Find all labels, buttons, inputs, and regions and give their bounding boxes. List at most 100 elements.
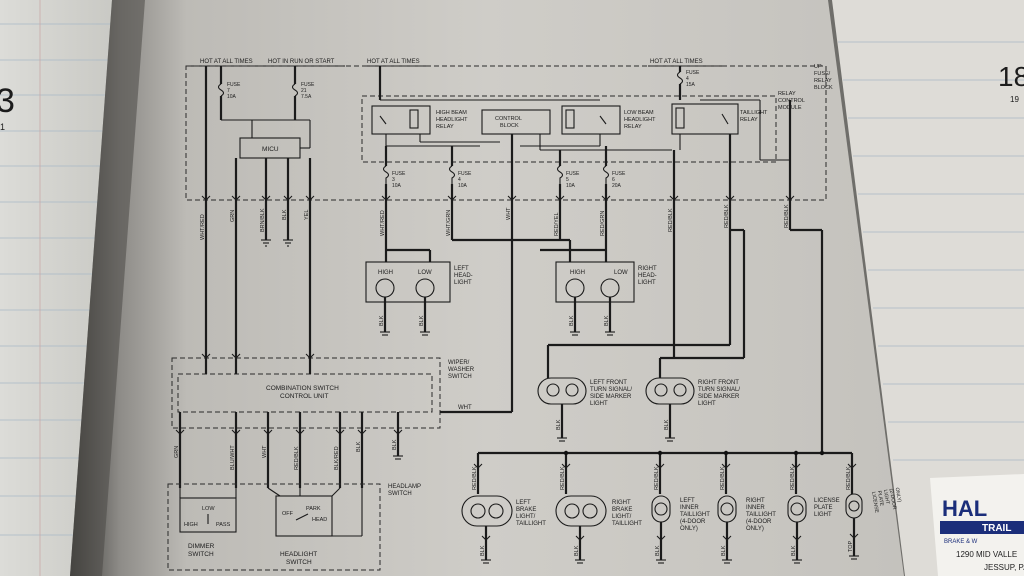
wire-label: RED/BLK: [724, 204, 730, 228]
headlamp-switch-label: HEADLAMP SWITCH: [388, 484, 421, 497]
wire-label: BRN/BLK: [260, 208, 266, 232]
svg-text:LEFT: LEFT: [454, 266, 469, 272]
svg-text:7: 7: [227, 88, 230, 94]
svg-text:LOW: LOW: [418, 270, 432, 276]
planner-date-small: 1: [0, 122, 5, 132]
wire-label: RED/BLK: [294, 446, 300, 470]
svg-text:LOW: LOW: [614, 270, 628, 276]
wire-label: RED/BLK: [472, 466, 478, 490]
svg-text:SIDE MARKER: SIDE MARKER: [590, 394, 632, 400]
wire-label: RED/BLK: [790, 466, 796, 490]
svg-text:BLOCK: BLOCK: [814, 85, 833, 91]
svg-text:HEADLAMP: HEADLAMP: [388, 484, 421, 490]
svg-text:(4-DOOR: (4-DOOR: [680, 519, 706, 525]
wire-label: RED/YEL: [554, 212, 560, 236]
svg-text:SWITCH: SWITCH: [388, 491, 412, 497]
svg-text:FUSE/: FUSE/: [814, 71, 831, 77]
wire-label: GRN: [174, 446, 180, 458]
fuse-7-label: FUSE 7 10A: [227, 82, 241, 100]
wire-label: BLK: [480, 545, 486, 556]
svg-text:LICENSE: LICENSE: [814, 498, 840, 504]
svg-text:LEFT: LEFT: [516, 500, 531, 506]
svg-text:HIGH BEAM: HIGH BEAM: [436, 110, 467, 116]
combination-switch-label: COMBINATION SWITCH: [266, 385, 339, 392]
svg-text:FUSE: FUSE: [686, 70, 700, 76]
svg-text:LIGHT: LIGHT: [698, 401, 716, 407]
right-headlight: HIGH LOW RIGHT HEAD- LIGHT: [555, 261, 657, 303]
svg-text:(2-DOOR: (2-DOOR: [888, 488, 898, 510]
ground-symbols: [261, 239, 293, 247]
card-address: 1290 MID VALLE: [956, 550, 1017, 559]
svg-text:TAILLIGHT: TAILLIGHT: [612, 521, 642, 527]
svg-text:TURN SIGNAL/: TURN SIGNAL/: [590, 387, 632, 393]
wire-label: BLK: [419, 315, 425, 326]
svg-text:PLATE: PLATE: [876, 490, 885, 507]
micu-label: MICU: [262, 146, 279, 153]
wire-label: BLU/WHT: [230, 445, 236, 470]
ground-symbols: [557, 437, 675, 442]
svg-text:LEFT FRONT: LEFT FRONT: [590, 380, 627, 386]
planner-date: 3: [0, 82, 15, 120]
svg-text:INNER: INNER: [746, 505, 765, 511]
svg-text:HEAD-: HEAD-: [638, 273, 657, 279]
svg-text:HEADLIGHT: HEADLIGHT: [624, 117, 656, 123]
fuse-top-right-label: FUSE 4 15A: [686, 70, 700, 88]
wire-label: WHT/RED: [380, 210, 386, 236]
power-label-hot-run-start: HOT IN RUN OR START: [268, 59, 335, 65]
fuse-21-label: FUSE 21 7.5A: [301, 82, 315, 100]
combination-switch-label-2: CONTROL UNIT: [280, 393, 329, 400]
svg-text:LOW BEAM: LOW BEAM: [624, 110, 654, 116]
low-beam-relay: LOW BEAM HEADLIGHT RELAY: [561, 105, 656, 135]
svg-text:LIGHT/: LIGHT/: [516, 514, 536, 520]
wire-label: BLK: [604, 315, 610, 326]
svg-text:(4-DOOR: (4-DOOR: [746, 519, 772, 525]
svg-text:HIGH: HIGH: [378, 270, 393, 276]
svg-text:SWITCH: SWITCH: [188, 551, 214, 558]
svg-text:CONTROL: CONTROL: [495, 116, 522, 122]
right-planner-page: 18 19: [832, 0, 1024, 576]
svg-text:DIMMER: DIMMER: [188, 543, 215, 550]
fuse-4-label: FUSE 4 10A: [458, 171, 472, 189]
svg-text:HEADLIGHT: HEADLIGHT: [280, 551, 317, 558]
wire-label: WHT: [262, 445, 268, 458]
svg-text:15A: 15A: [686, 82, 696, 88]
svg-text:FUSE: FUSE: [566, 171, 580, 177]
svg-text:LOW: LOW: [202, 506, 215, 512]
svg-text:RELAY: RELAY: [624, 124, 642, 130]
svg-text:RIGHT: RIGHT: [638, 266, 657, 272]
control-block: CONTROL BLOCK: [481, 109, 551, 135]
svg-text:10A: 10A: [458, 183, 468, 189]
dimmer-switch: LOW HIGH PASS DIMMER SWITCH: [179, 497, 237, 558]
svg-text:RIGHT: RIGHT: [612, 500, 631, 506]
svg-text:ONLY): ONLY): [746, 526, 764, 532]
svg-text:FUSE: FUSE: [392, 171, 406, 177]
svg-text:HEADLIGHT: HEADLIGHT: [436, 117, 468, 123]
svg-text:TAILLIGHT: TAILLIGHT: [746, 512, 776, 518]
svg-text:FUSE: FUSE: [227, 82, 241, 88]
svg-text:RELAY: RELAY: [436, 124, 454, 130]
wire-label: BLK: [655, 545, 661, 556]
left-headlight: HIGH LOW LEFT HEAD- LIGHT: [365, 261, 473, 303]
svg-text:INNER: INNER: [680, 505, 699, 511]
svg-text:FUSE: FUSE: [458, 171, 472, 177]
svg-text:10A: 10A: [566, 183, 576, 189]
wire-label: GRN: [230, 210, 236, 222]
planner-date: 18: [998, 61, 1024, 92]
wire-label: WHT: [506, 207, 512, 220]
svg-text:WIPER/: WIPER/: [448, 360, 470, 366]
ground-symbols: [380, 331, 615, 336]
svg-text:SIDE MARKER: SIDE MARKER: [698, 394, 740, 400]
svg-text:20A: 20A: [612, 183, 622, 189]
high-beam-relay: HIGH BEAM HEADLIGHT RELAY: [371, 105, 468, 135]
svg-text:LIGHT: LIGHT: [590, 401, 608, 407]
wire-label: RED/BLK: [560, 466, 566, 490]
svg-text:WASHER: WASHER: [448, 367, 475, 373]
power-label-hot-always-1: HOT AT ALL TIMES: [200, 59, 253, 65]
svg-text:PLATE: PLATE: [814, 505, 833, 511]
power-label-hot-always-2: HOT AT ALL TIMES: [367, 59, 420, 65]
headlamp-switch-outline: [167, 483, 381, 571]
svg-text:HEAD-: HEAD-: [454, 273, 473, 279]
planner-date-small: 19: [1010, 95, 1019, 104]
svg-text:7.5A: 7.5A: [301, 94, 312, 100]
